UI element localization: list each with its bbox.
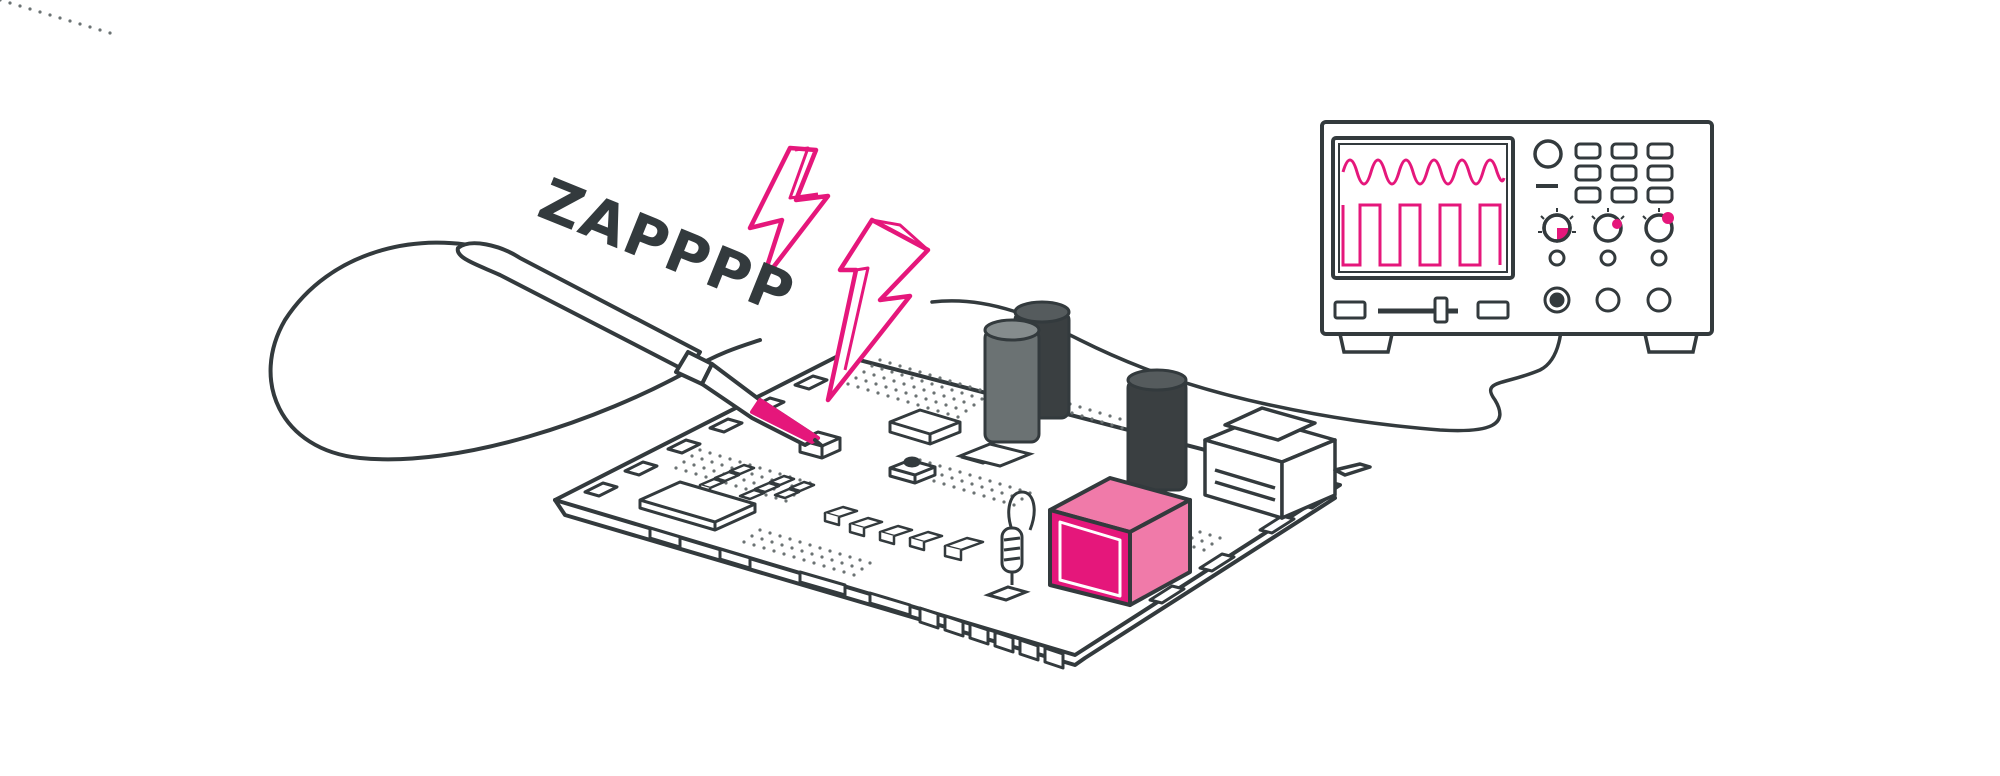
capacitor-black-right	[1126, 368, 1188, 492]
lightning-bolt-icon	[747, 145, 831, 285]
flat-chip	[638, 480, 757, 532]
small-knob-row	[1548, 249, 1668, 267]
capacitor-tall-grey	[983, 318, 1041, 444]
dial-row	[1538, 208, 1674, 243]
lightning-bolt-icon	[825, 217, 931, 403]
power-knob	[1533, 139, 1563, 169]
relay-cube	[1048, 476, 1192, 607]
via-dots	[0, 0, 1222, 577]
input-jack	[1543, 286, 1571, 314]
scope-cable	[930, 298, 1564, 433]
oscilloscope	[1320, 120, 1714, 354]
bottom-controls	[1333, 296, 1510, 324]
square-waveform	[1341, 203, 1502, 267]
dial-1	[1538, 208, 1576, 243]
oscilloscope-probe-icon	[455, 241, 824, 448]
button-grid	[1574, 142, 1674, 204]
dial-2	[1591, 208, 1625, 243]
dial-3	[1642, 208, 1674, 243]
transistor-row	[823, 505, 985, 562]
push-button	[888, 456, 937, 485]
circuit-board	[0, 0, 1372, 670]
square-ic	[888, 408, 962, 446]
sine-waveform	[1341, 158, 1506, 186]
resistor	[1000, 490, 1036, 585]
connector-block	[1203, 406, 1372, 520]
